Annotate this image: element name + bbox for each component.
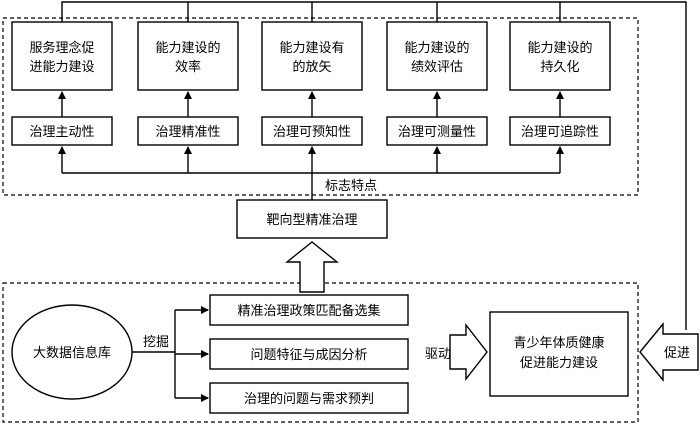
goal-box-5: 能力建设的 持久化 — [509, 21, 611, 91]
goal-2-line2: 效率 — [175, 59, 201, 75]
output-3-label: 治理的问题与需求预判 — [244, 391, 374, 407]
feature-box-1: 治理主动性 — [11, 116, 113, 146]
feature-4-label: 治理可测量性 — [398, 125, 476, 140]
promote-label: 促进 — [664, 346, 690, 361]
feature-1-label: 治理主动性 — [29, 125, 94, 140]
feedback-line — [61, 1, 687, 330]
feature-box-5: 治理可追踪性 — [509, 116, 611, 146]
database-ellipse: 大数据信息库 — [11, 304, 133, 400]
goal-4-line1: 能力建设的 — [404, 40, 469, 56]
result-box: 青少年体质健康 促进能力建设 — [489, 311, 629, 397]
output-box-3: 治理的问题与需求预判 — [209, 382, 409, 414]
goal-5-line1: 能力建设的 — [527, 40, 592, 56]
goal-box-3: 能力建设有 的放矢 — [261, 21, 363, 91]
result-line1: 青少年体质健康 — [513, 335, 604, 351]
feature-box-4: 治理可测量性 — [386, 116, 488, 146]
goal-3-line2: 的放矢 — [292, 59, 331, 75]
feature-box-2: 治理精准性 — [137, 116, 239, 146]
result-line2: 促进能力建设 — [520, 356, 598, 371]
promote-block-arrow — [639, 322, 699, 382]
drive-block-arrow — [449, 322, 488, 382]
goal-box-1: 服务理念促 进能力建设 — [11, 21, 113, 91]
output-box-1: 精准治理政策匹配备选集 — [209, 294, 409, 326]
goal-3-line1: 能力建设有 — [279, 41, 344, 56]
feature-5-label: 治理可追踪性 — [521, 124, 599, 140]
top-group-frame — [2, 17, 639, 196]
output-2-label: 问题特征与成因分析 — [250, 348, 367, 363]
goal-box-4: 能力建设的 绩效评估 — [386, 21, 488, 91]
target-box: 靶向型精准治理 — [236, 199, 388, 239]
output-box-2: 问题特征与成因分析 — [209, 338, 409, 370]
goal-1-line2: 进能力建设 — [29, 60, 94, 75]
up-block-arrow — [285, 241, 339, 293]
mining-label: 挖掘 — [143, 335, 169, 350]
goal-2-line1: 能力建设的 — [155, 40, 220, 56]
target-box-label: 靶向型精准治理 — [266, 212, 357, 228]
feature-3-label: 治理可预知性 — [273, 124, 351, 140]
goal-1-line1: 服务理念促 — [29, 40, 94, 56]
database-label: 大数据信息库 — [33, 345, 111, 361]
feature-box-3: 治理可预知性 — [261, 116, 363, 146]
goal-5-line2: 持久化 — [540, 60, 579, 75]
drive-label: 驱动 — [425, 347, 451, 362]
goal-4-line2: 绩效评估 — [411, 60, 463, 75]
output-1-label: 精准治理政策匹配备选集 — [237, 303, 380, 319]
feature-2-label: 治理精准性 — [155, 125, 220, 140]
goal-box-2: 能力建设的 效率 — [137, 21, 239, 91]
feature-label: 标志特点 — [325, 179, 377, 194]
